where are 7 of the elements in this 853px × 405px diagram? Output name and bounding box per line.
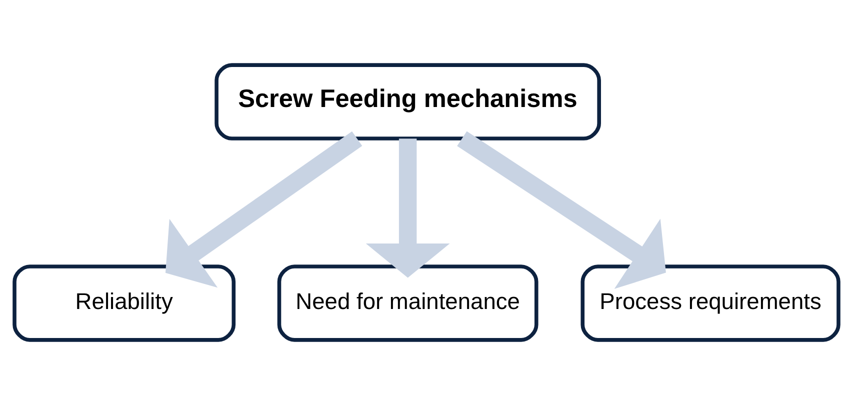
node-box: Screw Feeding mechanisms: [214, 63, 601, 140]
node-box: Process requirements: [580, 264, 840, 342]
arrow: [366, 138, 450, 278]
node-box: Reliability: [12, 264, 236, 342]
arrow: [165, 131, 362, 288]
arrow: [457, 131, 666, 289]
node-box: Need for maintenance: [277, 264, 538, 342]
